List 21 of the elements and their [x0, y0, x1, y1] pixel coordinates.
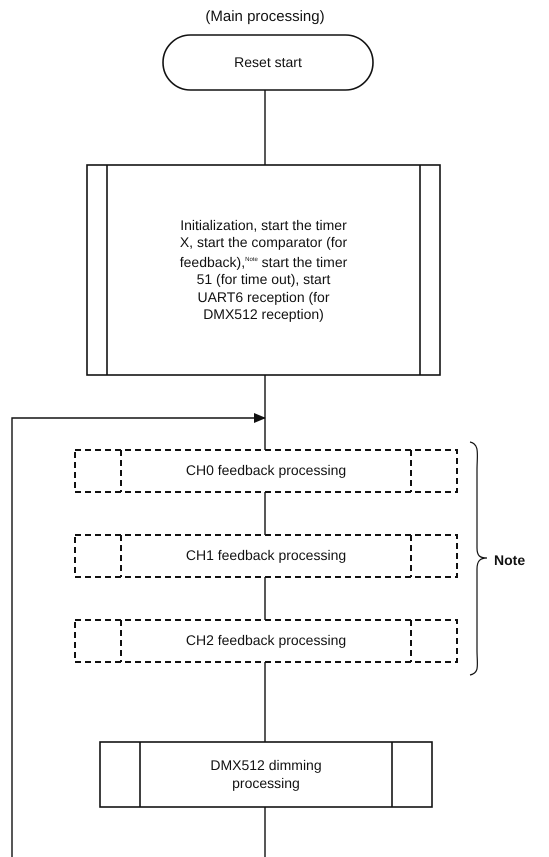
- node-text: Reset start: [233, 54, 303, 72]
- predefined-process-box: [87, 165, 440, 375]
- flow-line: [264, 662, 266, 742]
- note-label: Note: [494, 552, 526, 568]
- predefined-process-box: [75, 620, 457, 662]
- node-text: CH0 feedback processing: [184, 462, 348, 480]
- node-text: Initialization, start the timer X, start the comparator (for feedback),$^{Note}$ start the timer 51 (for time out), start UART6 reception (for DMX512 reception): [178, 216, 348, 324]
- node-text: DMX512 dimming processing: [209, 757, 323, 792]
- flow-arrow: [11, 413, 266, 857]
- terminator-shape: [163, 35, 373, 90]
- flow-line: [264, 492, 266, 535]
- node-text: CH2 feedback processing: [184, 632, 348, 650]
- flow-line: [264, 807, 266, 857]
- flow-line: [264, 375, 266, 450]
- node-text: CH1 feedback processing: [184, 547, 348, 565]
- predefined-process-box: [75, 535, 457, 577]
- flow-line: [264, 90, 266, 165]
- predefined-process-box: [75, 450, 457, 492]
- diagram-title: (Main processing): [204, 8, 326, 25]
- predefined-process-box: [100, 742, 432, 807]
- flow-line: [264, 577, 266, 620]
